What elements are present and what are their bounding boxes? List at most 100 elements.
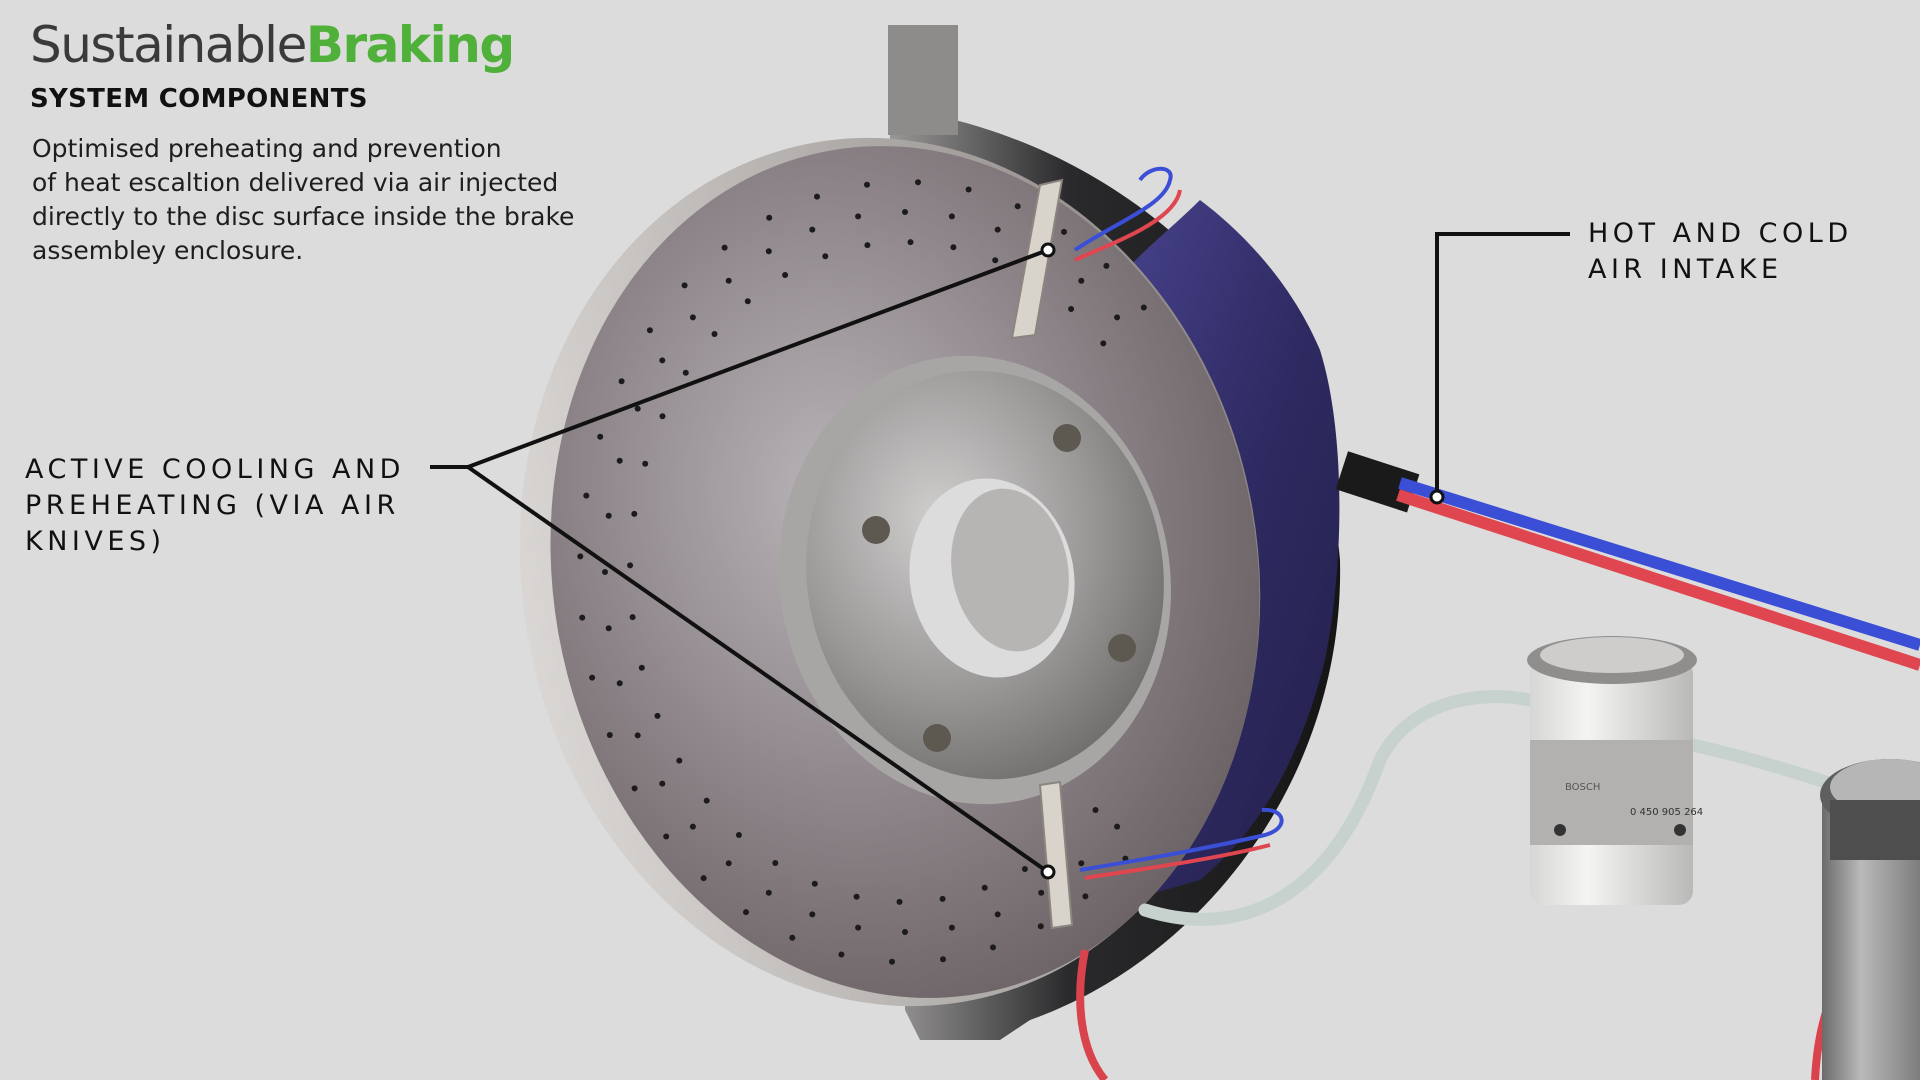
disc-drill-hole (939, 895, 946, 902)
disc-drill-hole (597, 433, 604, 440)
disc-drill-hole (602, 569, 608, 575)
disc-drill-hole (948, 213, 955, 220)
disc-drill-hole (907, 239, 914, 246)
disc-drill-hole (1038, 889, 1045, 896)
disc-drill-hole (1037, 923, 1044, 930)
disc-drill-hole (579, 614, 586, 621)
disc-drill-hole (853, 893, 860, 900)
disc-drill-hole (990, 944, 996, 951)
disc-drill-hole (654, 712, 661, 719)
disc-drill-hole (981, 884, 988, 891)
brand-word-braking: Braking (305, 16, 515, 74)
disc-drill-hole (689, 314, 696, 321)
disc-drill-hole (703, 797, 710, 804)
disc-drill-hole (606, 732, 613, 738)
disc-drill-hole (915, 179, 921, 186)
disc-drill-hole (659, 413, 666, 420)
disc-drill-hole (992, 257, 999, 264)
disc-drill-hole (634, 405, 641, 412)
callout-line: KNIVES) (25, 526, 166, 557)
description-line: Optimised preheating and prevention (32, 134, 502, 163)
brand-word-sustainable: Sustainable (30, 16, 307, 74)
disc-drill-hole (855, 213, 862, 220)
filter-part-number: 0 450 905 264 (1630, 807, 1703, 818)
disc-drill-hole (994, 226, 1001, 233)
disc-drill-hole (965, 186, 972, 193)
callout-line: AIR INTAKE (1588, 254, 1783, 285)
disc-drill-hole (1100, 340, 1107, 347)
fluid-reservoir (1820, 759, 1920, 1080)
disc-drill-hole (681, 282, 688, 289)
disc-drill-hole (627, 562, 634, 569)
disc-drill-hole (605, 512, 612, 519)
description-line: directly to the disc surface inside the … (32, 202, 575, 231)
callout-leader-air-intake (1429, 232, 1570, 505)
red-supply-hose (1076, 901, 1920, 1080)
disc-drill-hole (811, 880, 818, 887)
disc-drill-hole (676, 757, 683, 764)
disc-drill-hole (725, 277, 732, 284)
callout-line: HOT AND COLD (1588, 218, 1853, 249)
disc-drill-hole (616, 457, 623, 464)
disc-drill-hole (646, 327, 653, 334)
disc-drill-hole (889, 958, 895, 965)
description-line: of heat escaltion delivered via air inje… (32, 168, 559, 197)
disc-drill-hole (659, 780, 666, 787)
disc-drill-hole (809, 226, 816, 233)
callout-line: ACTIVE COOLING AND (25, 454, 405, 485)
disc-drill-hole (577, 553, 584, 560)
disc-drill-hole (1014, 203, 1021, 210)
disc-drill-hole (1068, 306, 1075, 312)
disc-drill-hole (631, 510, 638, 517)
disc-drill-hole (583, 492, 590, 499)
disc-drill-hole (682, 369, 689, 376)
callout-active-cooling: ACTIVE COOLING AND PREHEATING (VIA AIR K… (25, 452, 405, 560)
disc-drill-hole (809, 911, 816, 918)
air-knife-feed-lines (1073, 166, 1284, 880)
disc-drill-hole (896, 898, 903, 905)
page-subtitle: SYSTEM COMPONENTS (30, 84, 368, 114)
description-text: Optimised preheating and prevention of h… (32, 132, 672, 268)
disc-drill-hole (1061, 228, 1067, 235)
air-knife-upper (1010, 178, 1064, 340)
disc-drill-hole (642, 460, 649, 467)
disc-drill-holes (577, 179, 1147, 965)
disc-drill-hole (782, 272, 789, 278)
disc-drill-hole (1114, 314, 1121, 321)
disc-drill-hole (638, 664, 645, 671)
disc-drill-hole (766, 214, 773, 221)
disc-drill-hole (743, 909, 749, 916)
disc-drill-hole (735, 832, 742, 838)
disc-drill-hole (948, 924, 955, 931)
disc-drill-hole (1140, 304, 1147, 311)
fluid-filter: BOSCH 0 450 905 264 (1527, 636, 1703, 905)
disc-drill-hole (1114, 823, 1121, 830)
disc-drill-hole (765, 889, 772, 896)
disc-drill-hole (1092, 807, 1099, 813)
disc-drill-hole (864, 242, 871, 249)
disc-drill-hole (725, 860, 732, 867)
air-intake-lines (1335, 451, 1920, 671)
disc-drill-hole (689, 823, 696, 830)
disc-drill-hole (950, 244, 957, 251)
disc-drill-hole (1103, 262, 1110, 269)
disc-drill-hole (616, 680, 623, 687)
brand-logo: SustainableBraking (30, 20, 515, 70)
callout-leader-active-cooling (430, 242, 1056, 880)
disc-drill-hole (940, 956, 946, 963)
disc-drill-hole (663, 833, 670, 840)
disc-drill-hole (605, 625, 612, 632)
disc-drill-hole (1021, 866, 1028, 872)
disc-drill-hole (855, 924, 862, 931)
disc-drill-hole (838, 951, 845, 958)
disc-drill-hole (902, 929, 908, 935)
disc-drill-hole (721, 244, 728, 251)
wheel-hub (779, 355, 1171, 805)
disc-drill-hole (700, 875, 707, 882)
disc-drill-hole (864, 181, 870, 188)
callout-line: PREHEATING (VIA AIR (25, 490, 400, 521)
disc-drill-hole (1082, 893, 1089, 900)
disc-drill-hole (744, 298, 751, 305)
callout-air-intake: HOT AND COLD AIR INTAKE (1588, 216, 1853, 288)
disc-drill-hole (659, 357, 666, 364)
